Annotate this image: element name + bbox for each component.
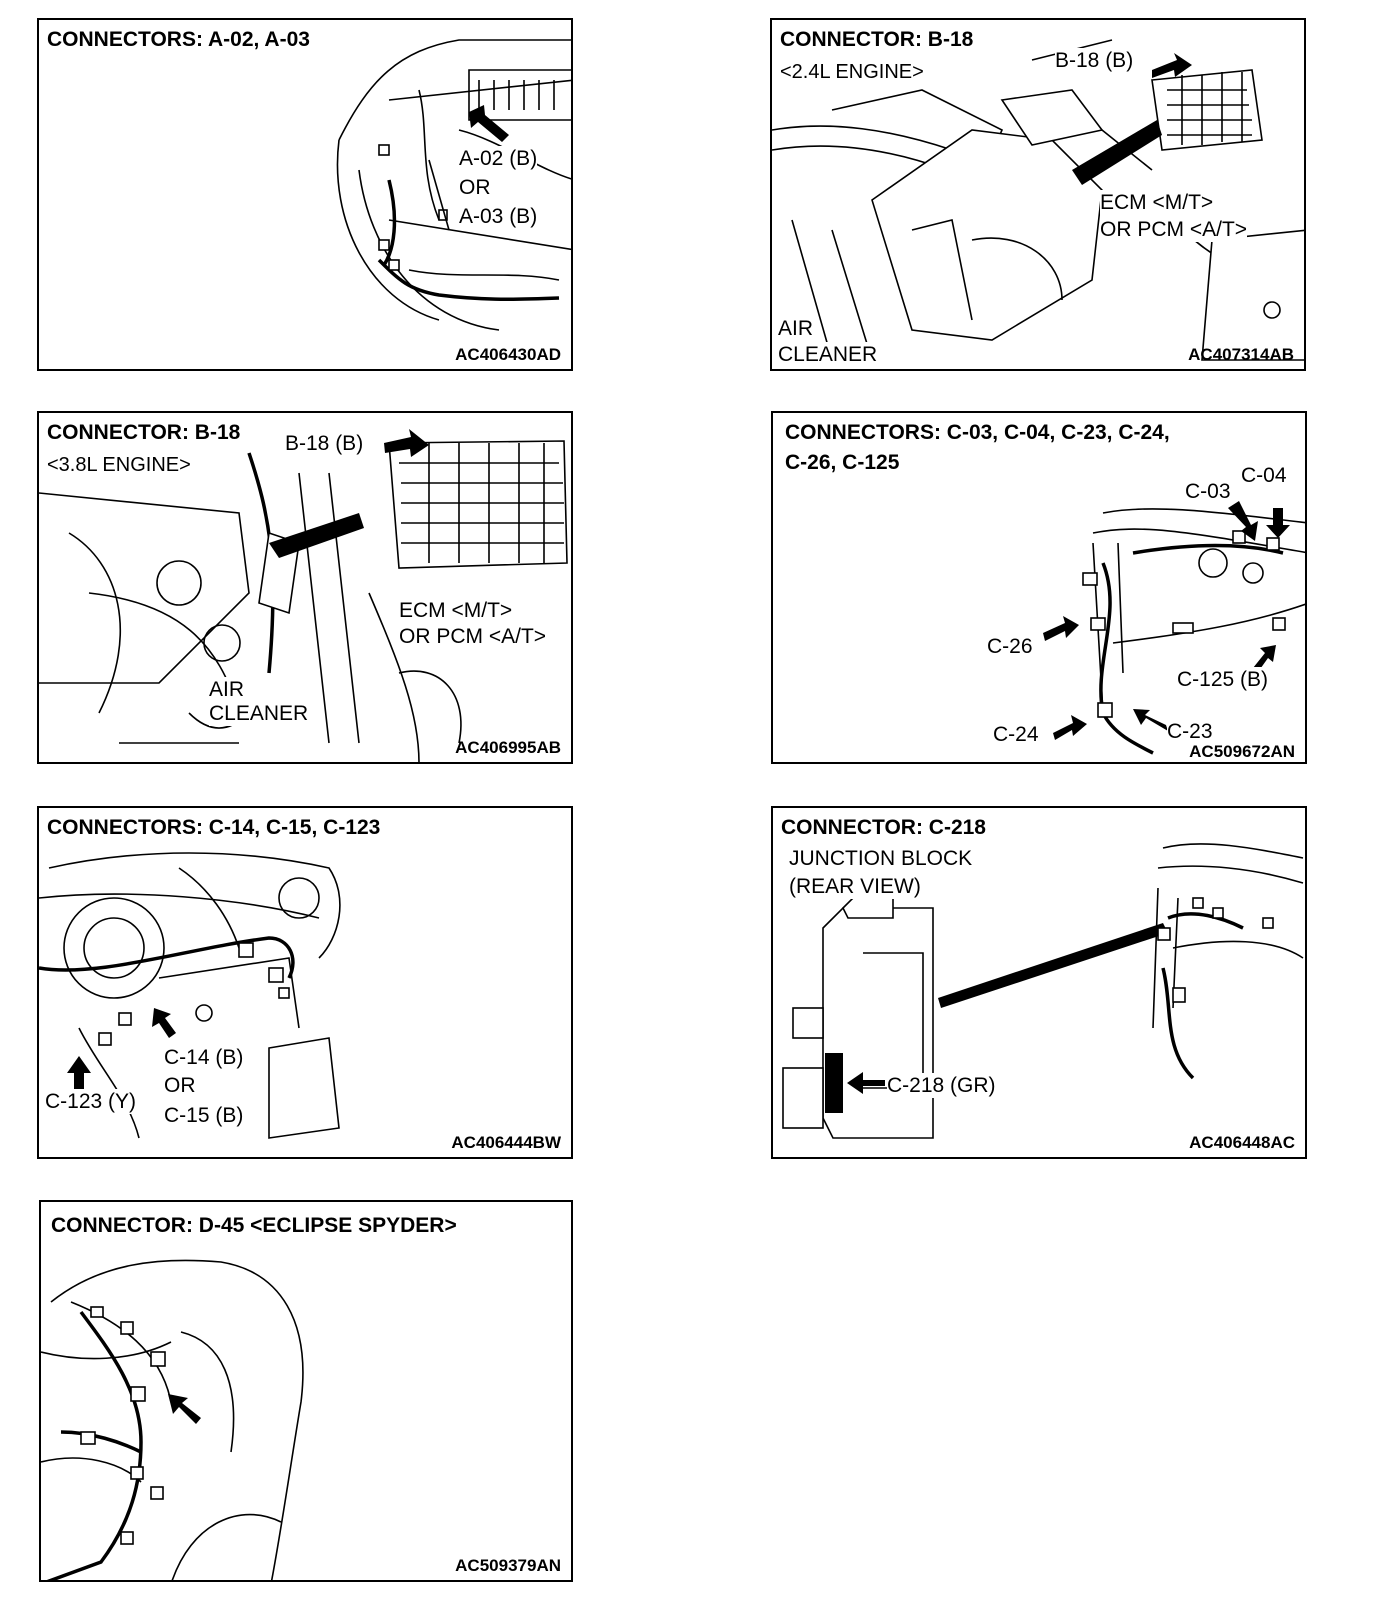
engine-bay-illustration xyxy=(336,39,571,331)
arrow-icon xyxy=(1043,501,1290,740)
ecm-label: ECM <M/T> xyxy=(399,598,513,623)
connector-label-b18: B-18 (B) xyxy=(285,431,364,456)
panel-title: CONNECTOR: B-18 xyxy=(47,421,241,444)
rear-view-label: (REAR VIEW) xyxy=(789,874,921,899)
connector-label-a03: A-03 (B) xyxy=(459,204,538,229)
engine-bay-illustration xyxy=(39,440,568,762)
ecm-label: ECM <M/T> xyxy=(1100,190,1214,215)
figure-code: AC509672AN xyxy=(1189,742,1295,761)
figure-code: AC406430AD xyxy=(455,345,561,364)
panel-title: CONNECTOR: D-45 <ECLIPSE SPYDER> xyxy=(51,1214,457,1237)
connector-label-c23: C-23 xyxy=(1167,719,1213,744)
connector-label-c24: C-24 xyxy=(993,722,1039,747)
panel-d45: CONNECTOR: D-45 <ECLIPSE SPYDER> AC50937… xyxy=(39,1200,573,1582)
panel-c14-c15-c123: CONNECTORS: C-14, C-15, C-123 C-14 (B) O… xyxy=(37,806,573,1159)
panel-title: CONNECTORS: C-03, C-04, C-23, C-24, xyxy=(785,421,1170,444)
rear-quarter-illustration xyxy=(41,1259,304,1580)
connector-label-c125: C-125 (B) xyxy=(1177,667,1269,692)
pcm-label: OR PCM <A/T> xyxy=(399,624,547,649)
panel-b18-38l: CONNECTOR: B-18 <3.8L ENGINE> B-18 (B) E… xyxy=(37,411,573,764)
arrow-icon xyxy=(384,429,429,457)
air-cleaner-label: CLEANER xyxy=(778,342,878,367)
engine-bay-illustration xyxy=(772,39,1304,361)
figure-code: AC406448AC xyxy=(1189,1133,1295,1152)
pcm-label: OR PCM <A/T> xyxy=(1100,217,1248,242)
connector-label-b18: B-18 (B) xyxy=(1055,48,1134,73)
or-label: OR xyxy=(459,175,491,200)
panel-title: CONNECTORS: A-02, A-03 xyxy=(47,28,310,51)
figure-code: AC509379AN xyxy=(455,1556,561,1575)
panel-b18-24l: CONNECTOR: B-18 <2.4L ENGINE> B-18 (B) E… xyxy=(770,18,1306,371)
figure-code: AC406444BW xyxy=(451,1133,561,1152)
arrow-icon xyxy=(1152,53,1192,78)
connector-label-c04: C-04 xyxy=(1241,463,1287,488)
junction-block-label: JUNCTION BLOCK xyxy=(789,846,973,871)
panel-title: CONNECTOR: C-218 xyxy=(781,816,986,839)
connector-label-c03: C-03 xyxy=(1185,479,1231,504)
panel-title-line2: C-26, C-125 xyxy=(785,451,900,474)
connector-label-a02: A-02 (B) xyxy=(459,146,538,171)
arrow-icon xyxy=(469,105,509,142)
arrow-icon xyxy=(168,1394,201,1424)
connector-label-c14: C-14 (B) xyxy=(164,1045,244,1070)
panel-c218: CONNECTOR: C-218 JUNCTION BLOCK (REAR VI… xyxy=(771,806,1307,1159)
air-cleaner-label: AIR xyxy=(778,316,814,341)
arrow-icon xyxy=(67,1008,176,1098)
or-label: OR xyxy=(164,1073,196,1098)
air-cleaner-label: CLEANER xyxy=(209,701,309,726)
connector-label-c218: C-218 (GR) xyxy=(887,1073,996,1098)
connector-label-c123: C-123 (Y) xyxy=(45,1089,137,1114)
connector-label-c15: C-15 (B) xyxy=(164,1103,244,1128)
connector-label-c26: C-26 xyxy=(987,634,1033,659)
panel-title: CONNECTORS: C-14, C-15, C-123 xyxy=(47,816,381,839)
air-cleaner-label: AIR xyxy=(209,677,245,702)
engine-variant-label: <2.4L ENGINE> xyxy=(780,60,924,85)
arrow-icon xyxy=(847,1072,885,1094)
figure-code: AC407314AB xyxy=(1188,345,1294,364)
figure-code: AC406995AB xyxy=(455,738,561,757)
dashboard-harness-illustration xyxy=(39,852,341,1139)
panel-a02-a03: CONNECTORS: A-02, A-03 A-02 (B) OR A-03 … xyxy=(37,18,573,371)
panel-title: CONNECTOR: B-18 xyxy=(780,28,974,51)
engine-variant-label: <3.8L ENGINE> xyxy=(47,453,191,478)
panel-c03-c125: CONNECTORS: C-03, C-04, C-23, C-24, C-26… xyxy=(771,411,1307,764)
